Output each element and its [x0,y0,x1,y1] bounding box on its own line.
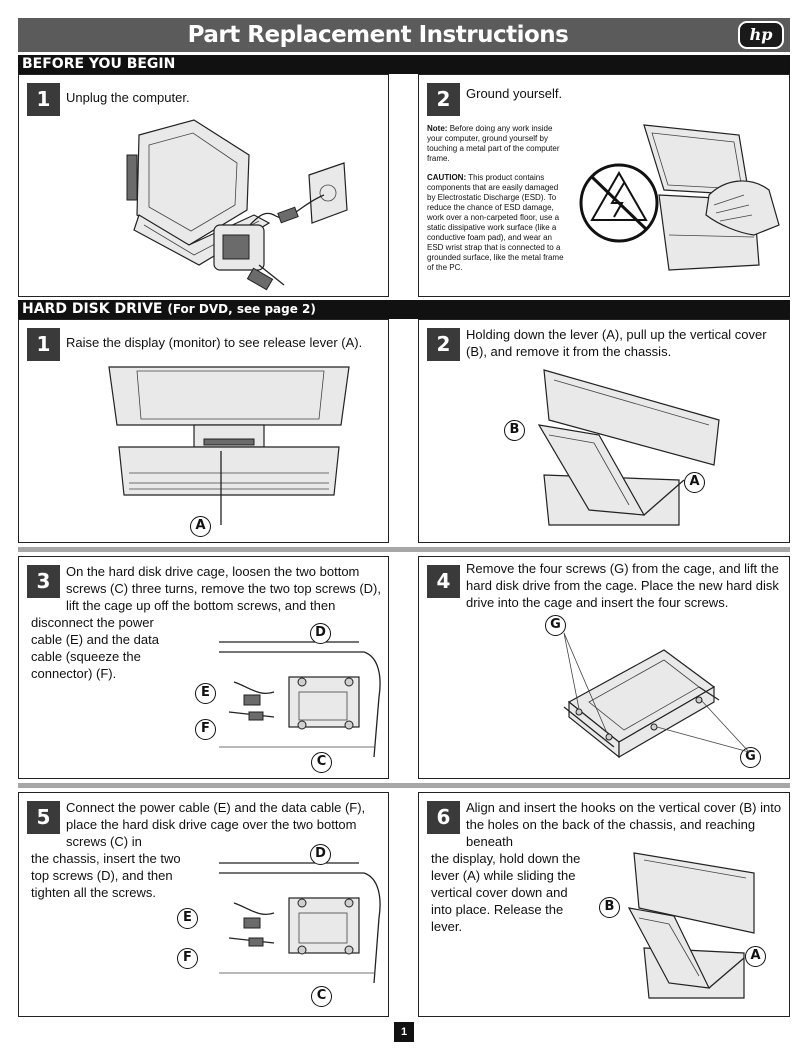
step-number: 1 [27,328,60,361]
step-text-a: Align and insert the hooks on the vertic… [466,800,782,849]
section-hard-disk-drive: HARD DISK DRIVE (For DVD, see page 2) [18,300,790,319]
hp-logo: hp [738,21,784,49]
callout-d: D [310,844,331,865]
page-number: 1 [394,1022,414,1042]
step-number: 3 [27,565,60,598]
hdd-cage-install-illustration [219,862,381,984]
caution-label: CAUTION: [427,173,467,182]
step-number: 2 [427,83,460,116]
step-number: 4 [427,565,460,598]
callout-b: B [504,420,525,441]
section-title-sub: (For DVD, see page 2) [167,302,316,316]
callout-f: F [177,948,198,969]
callout-b: B [599,897,620,918]
note-body: Before doing any work inside your comput… [427,124,560,163]
callout-g: G [545,615,566,636]
step-text: Ground yourself. [466,86,563,101]
callout-a: A [684,472,705,493]
step-text-b: the display, hold down the lever (A) whi… [431,851,581,934]
hdd-step-6-panel: 6 Align and insert the hooks on the vert… [418,792,790,1017]
section-title-main: HARD DISK DRIVE [22,301,163,317]
raise-display-illustration [108,366,350,525]
step-text-a: On the hard disk drive cage, loosen the … [66,564,381,613]
separator [18,547,790,552]
remove-cover-illustration [537,369,720,526]
hdd-step-1-panel: 1 Raise the display (monitor) to see rel… [18,319,389,543]
step-number: 6 [427,801,460,834]
caution-body: This product contains components that ar… [427,173,564,272]
callout-leader-lines [563,632,750,753]
callout-c: C [311,752,332,773]
step-text: Unplug the computer. [66,90,190,105]
section-title: BEFORE YOU BEGIN [22,56,176,72]
caution-text: CAUTION: This product contains component… [427,173,567,273]
unplug-illustration [126,119,348,291]
step-text-b: disconnect the power cable (E) and the d… [31,615,159,681]
hdd-step-3-panel: 3 On the hard disk drive cage, loosen th… [18,556,389,779]
step-text-a: Connect the power cable (E) and the data… [66,800,366,849]
hdd-cage-illustration [219,641,381,758]
step-text-b: the chassis, insert the two top screws (… [31,851,181,900]
step-text: Raise the display (monitor) to see relea… [66,335,363,350]
callout-c: C [311,986,332,1007]
before-step-2-panel: 2 Ground yourself. Note: Before doing an… [418,74,790,297]
before-step-1-panel: 1 Unplug the computer. [18,74,389,297]
separator [18,783,790,788]
section-before-you-begin: BEFORE YOU BEGIN [18,55,790,74]
callout-e: E [195,683,216,704]
step-text: Holding down the lever (A), pull up the … [466,327,767,359]
callout-a: A [190,516,211,537]
hdd-step-2-panel: 2 Holding down the lever (A), pull up th… [418,319,790,543]
callout-f: F [195,719,216,740]
callout-d: D [310,623,331,644]
hard-disk-drive-illustration [563,649,720,759]
install-cover-illustration [627,852,755,999]
page-title: Part Replacement Instructions [187,22,569,48]
note-label: Note: [427,124,448,133]
ground-yourself-illustration [579,124,780,271]
note-text: Note: Before doing any work inside your … [427,124,567,164]
step-number: 5 [27,801,60,834]
step-number: 1 [27,83,60,116]
hdd-step-4-panel: 4 Remove the four screws (G) from the ca… [418,556,790,779]
title-bar: Part Replacement Instructions hp [18,18,790,52]
callout-g-2: G [740,747,761,768]
step-number: 2 [427,328,460,361]
section-title: HARD DISK DRIVE (For DVD, see page 2) [18,300,790,319]
callout-a: A [745,946,766,967]
step-text: Remove the four screws (G) from the cage… [466,561,779,610]
hdd-step-5-panel: 5 Connect the power cable (E) and the da… [18,792,389,1017]
callout-e: E [177,908,198,929]
